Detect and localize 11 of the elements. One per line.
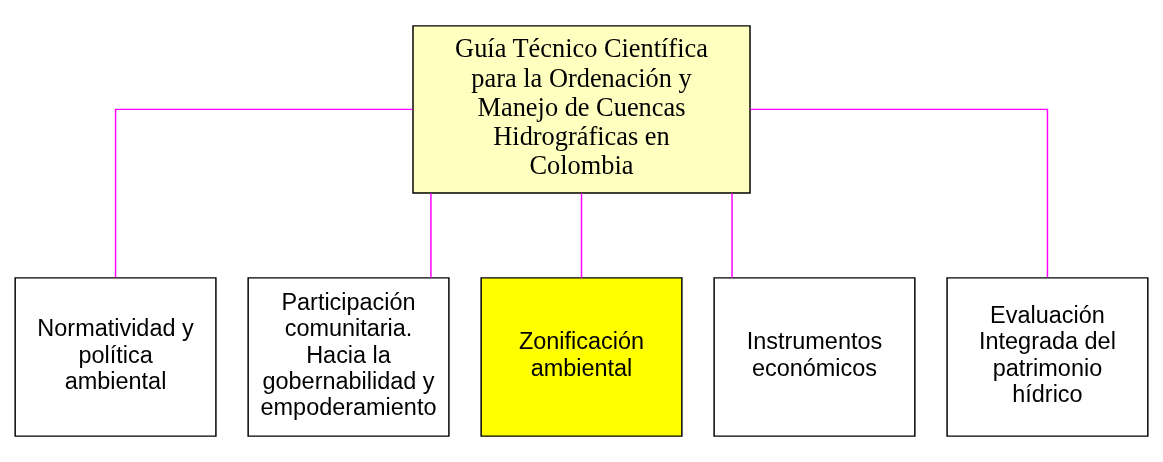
connector [430,192,432,279]
connector [580,192,583,279]
connector [749,108,1049,279]
node-box: Guía Técnico Científica para la Ordenación y Manejo de Cuencas Hidrográficas en Colombia [412,25,751,194]
node-box: Instrumentos económicos [713,277,916,437]
connector [731,192,733,279]
node-box: Normatividad y política ambiental [14,277,217,437]
node-box: Evaluación Integrada del patrimonio hídrico [946,277,1149,437]
node-box: Participación comunitaria. Hacia la gobernabilidad y empoderamiento [247,277,450,437]
connector [114,108,414,279]
node-box: Zonificación ambiental [480,277,683,437]
